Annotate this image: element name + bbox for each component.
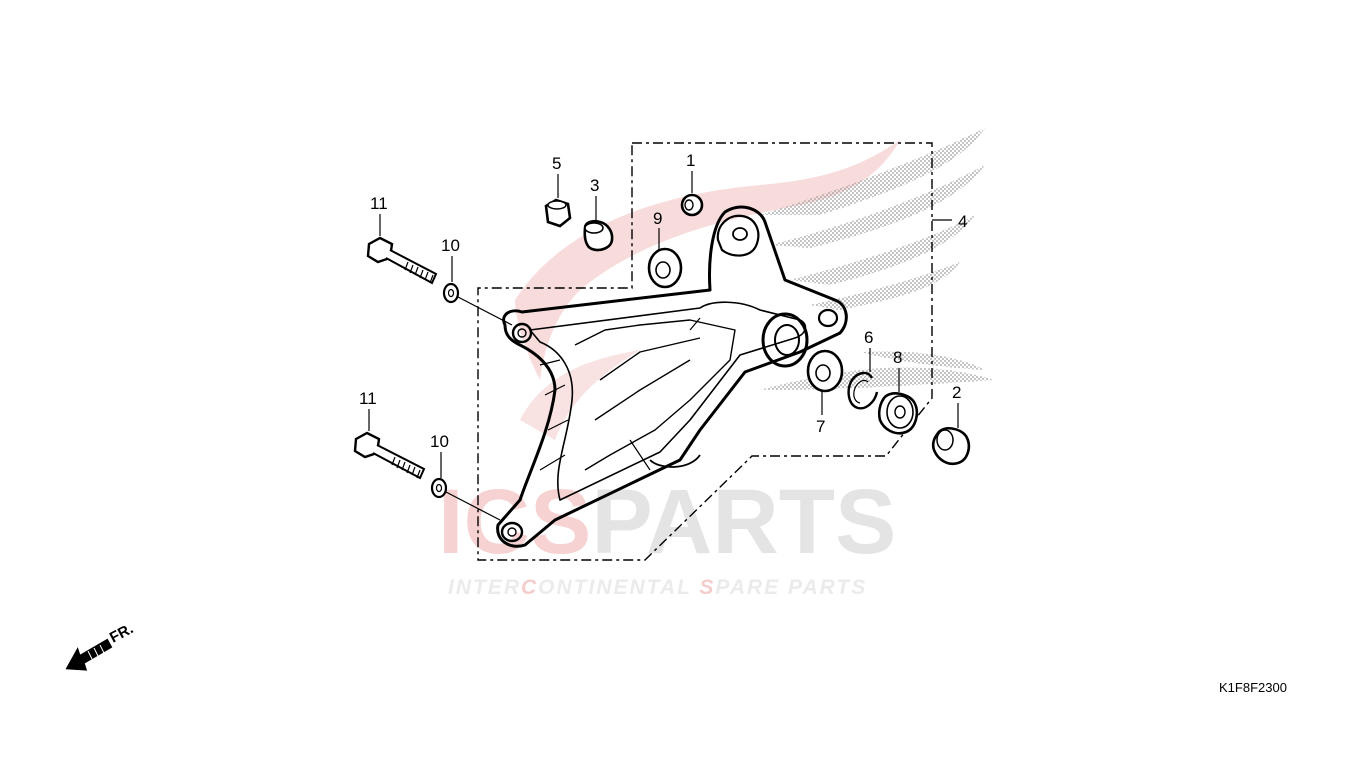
tagline-part: C <box>521 576 538 599</box>
wing-dotted-feather-3 <box>790 215 975 285</box>
swing-arm-web <box>574 319 736 471</box>
part-10-washer-upper <box>442 282 460 304</box>
right-end-hole <box>817 308 839 328</box>
tagline-part: S <box>699 576 715 599</box>
part-9-bearing <box>647 247 683 289</box>
watermark-wing-logo <box>515 128 995 440</box>
swing-arm-outline <box>496 205 848 548</box>
callout-2: 2 <box>952 383 961 402</box>
part-1-bore <box>684 199 694 211</box>
assembly-boundary-dashed <box>477 142 933 561</box>
callout-4: 4 <box>958 212 967 231</box>
washer-upper-inner <box>447 288 455 298</box>
callout-6: 6 <box>864 328 873 347</box>
axle-boss-inner <box>774 324 800 356</box>
swing-arm <box>496 205 848 548</box>
assembly-line-lower <box>445 491 501 521</box>
part-8-inner <box>894 405 906 419</box>
watermark-tagline: INTERCONTINENTAL SPARE PARTS <box>448 576 867 599</box>
pivot-hole-bottom <box>500 521 524 543</box>
wing-dotted-feather-6 <box>860 351 985 370</box>
axle-boss-outer <box>761 312 809 368</box>
lower-bracket <box>649 454 701 468</box>
part-1-bushing <box>680 193 704 217</box>
part-6-circlip <box>847 371 879 410</box>
wing-dotted-feather-4 <box>810 262 960 310</box>
part-7-inner <box>815 364 831 382</box>
front-direction-indicator: FR. <box>65 620 136 671</box>
bolt-lower-thread <box>391 456 421 479</box>
callout-7: 7 <box>816 417 825 436</box>
part-3-collar <box>583 219 614 252</box>
callout-1: 1 <box>686 151 695 170</box>
callout-11-upper: 11 <box>370 194 388 213</box>
callout-10-upper: 10 <box>441 236 460 255</box>
part-8-bearing <box>877 392 919 435</box>
part-9-inner <box>655 261 671 279</box>
part-11-bolt-upper <box>366 236 438 285</box>
callout-8: 8 <box>893 348 902 367</box>
pivot-hole-left-inner <box>517 328 527 338</box>
pivot-hole-upper <box>732 227 748 241</box>
callout-5: 5 <box>552 154 561 173</box>
arrow-front-icon <box>65 638 113 671</box>
part-11-bolt-lower <box>353 431 426 480</box>
washer-lower-inner <box>435 483 443 493</box>
part-5-nut <box>544 198 572 228</box>
watermark-brand-rest: PARTS <box>591 471 896 573</box>
part-2-face <box>936 429 954 451</box>
part-6-circlip-inner <box>853 379 869 404</box>
rib-lines <box>539 317 701 471</box>
callout-10-lower: 10 <box>430 432 449 451</box>
part-2-collar <box>931 427 971 466</box>
wing-red-swoosh <box>515 140 900 380</box>
part-7-bearing <box>806 349 844 393</box>
tagline-part: ONTINENTAL <box>538 576 699 599</box>
bolt-lower-shank <box>372 444 426 480</box>
swing-arm-upper-boss <box>716 214 760 257</box>
part-10-washer-lower <box>430 477 448 499</box>
part-5-face <box>547 200 567 210</box>
watermark-brand-red: ICS <box>438 471 591 573</box>
bolt-upper-thread <box>404 261 434 284</box>
callout-3: 3 <box>590 176 599 195</box>
tagline-part: PARE PARTS <box>715 576 867 599</box>
tagline-part: INTER <box>448 576 521 599</box>
front-label: FR. <box>107 620 136 646</box>
watermark-brand: ICSPARTS <box>438 471 896 573</box>
swing-arm-inner-rim <box>529 301 807 501</box>
pivot-hole-left <box>511 322 533 344</box>
pivot-hole-bottom-inner <box>507 527 517 537</box>
diagram-code: K1F8F2300 <box>1219 680 1287 695</box>
arrow-front-hatch <box>87 644 105 660</box>
callout-11-lower: 11 <box>359 389 377 408</box>
bolt-upper-shank <box>385 249 438 285</box>
part-3-face <box>584 222 604 234</box>
wing-dotted-feather-2 <box>770 165 985 248</box>
assembly-line-upper <box>457 296 513 326</box>
callout-9: 9 <box>653 209 662 228</box>
